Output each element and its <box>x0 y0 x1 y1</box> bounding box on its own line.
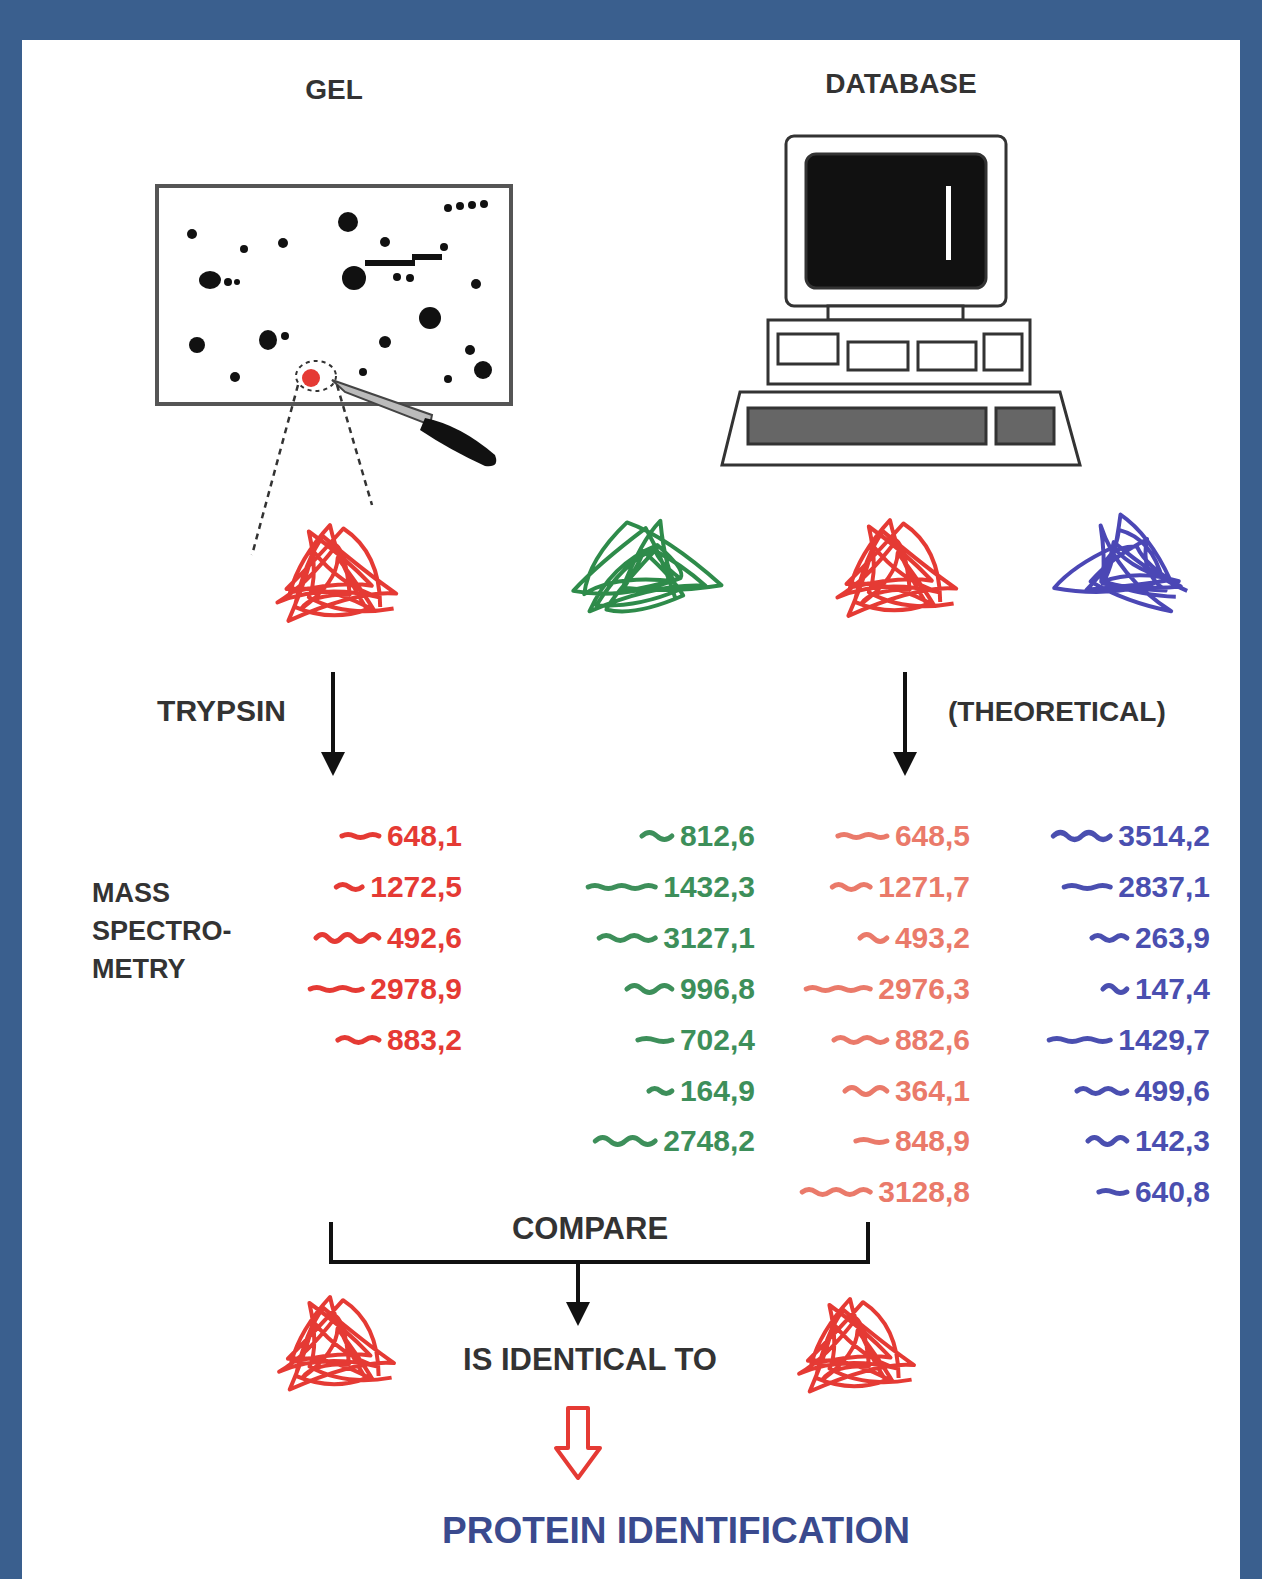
protein-drawing <box>837 520 956 616</box>
peptide-mass: 1432,3 <box>663 870 755 904</box>
peptide-mass: 3514,2 <box>1118 819 1210 853</box>
peptide-fragment <box>338 1038 379 1043</box>
peptide-fragment <box>638 1039 672 1042</box>
peptide-fragment <box>802 1190 870 1195</box>
peptide-mass: 882,6 <box>895 1023 970 1057</box>
peptide-mass: 1429,7 <box>1118 1023 1210 1057</box>
process-arrow <box>321 672 917 776</box>
peptide-fragment <box>845 1088 887 1095</box>
cut-outline <box>296 361 336 391</box>
peptide-mass: 3128,8 <box>878 1175 970 1209</box>
peptide-mass: 702,4 <box>680 1023 755 1057</box>
peptide-mass: 883,2 <box>387 1023 462 1057</box>
peptide-fragment <box>856 1140 887 1143</box>
heading: DATABASE <box>722 68 1080 100</box>
peptide-fragment <box>860 935 887 942</box>
peptide-mass: 142,3 <box>1135 1124 1210 1158</box>
gel-node: GEL <box>157 186 511 404</box>
peptide-fragment <box>642 833 672 840</box>
peptide-fragment <box>1092 936 1127 941</box>
peptide-mass: 164,9 <box>680 1074 755 1108</box>
peptide-fragment <box>310 988 362 991</box>
peptide-fragment <box>1088 1138 1127 1145</box>
method-label: MASS SPECTRO- METRY <box>92 874 277 988</box>
result-label: IS IDENTICAL TO <box>463 1342 717 1378</box>
gel-slab <box>157 186 511 404</box>
database-node: DATABASE <box>722 136 1080 466</box>
peptide-fragment <box>1064 886 1110 889</box>
peptide-mass: 2837,1 <box>1118 870 1210 904</box>
peptide-mass: 848,9 <box>895 1124 970 1158</box>
peptide-fragment <box>1103 986 1127 993</box>
peptide-mass: 640,8 <box>1135 1175 1210 1209</box>
peptide-fragment <box>1099 1191 1127 1194</box>
peptide-fragment <box>834 1038 887 1043</box>
peptide-mass: 364,1 <box>895 1074 970 1108</box>
peptide-fragment <box>599 936 655 941</box>
protein-drawing <box>799 1299 914 1392</box>
step-label: COMPARE <box>506 1211 674 1247</box>
peptide-fragment <box>649 1089 672 1094</box>
heading: GEL <box>157 74 511 106</box>
peptide-mass: 996,8 <box>680 972 755 1006</box>
peptide-mass: 2748,2 <box>663 1124 755 1158</box>
peptide-mass: 499,6 <box>1135 1074 1210 1108</box>
protein-drawing <box>573 521 721 612</box>
computer <box>722 136 1080 465</box>
peptide-mass: 2976,3 <box>878 972 970 1006</box>
protein-drawing <box>277 525 396 621</box>
step-label: (THEORETICAL) <box>948 696 1166 728</box>
peptide-fragment <box>838 835 887 838</box>
result-arrow <box>556 1408 600 1478</box>
excised-spot <box>302 369 320 387</box>
peptide-mass: 263,9 <box>1135 921 1210 955</box>
result-heading: PROTEIN IDENTIFICATION <box>442 1510 910 1552</box>
peptide-mass: 147,4 <box>1135 972 1210 1006</box>
peptide-mass: 3127,1 <box>663 921 755 955</box>
peptide-mass: 648,1 <box>387 819 462 853</box>
peptide-mass: 493,2 <box>895 921 970 955</box>
step-label: TRYPSIN <box>157 694 286 728</box>
peptide-mass: 1271,7 <box>878 870 970 904</box>
peptide-fragment <box>832 885 870 890</box>
peptide-fragment <box>1049 1039 1110 1042</box>
peptide-mass: 2978,9 <box>370 972 462 1006</box>
peptide-fragment <box>1053 833 1110 840</box>
gel-spots <box>187 200 492 383</box>
peptide-fragment <box>806 988 870 991</box>
peptide-mass: 648,5 <box>895 819 970 853</box>
peptide-mass: 492,6 <box>387 921 462 955</box>
peptide-fragment <box>1077 1089 1127 1094</box>
peptide-mass: 1272,5 <box>370 870 462 904</box>
peptide-fragment <box>342 835 379 838</box>
peptide-fragment <box>336 885 362 890</box>
zoom-lines <box>252 385 372 555</box>
peptide-mass: 812,6 <box>680 819 755 853</box>
peptide-fragment <box>595 1138 655 1145</box>
protein-drawing <box>1054 515 1187 612</box>
peptide-fragment <box>627 986 672 993</box>
protein-drawing <box>279 1297 394 1390</box>
peptide-fragment <box>588 886 655 889</box>
peptide-fragment <box>316 935 379 942</box>
